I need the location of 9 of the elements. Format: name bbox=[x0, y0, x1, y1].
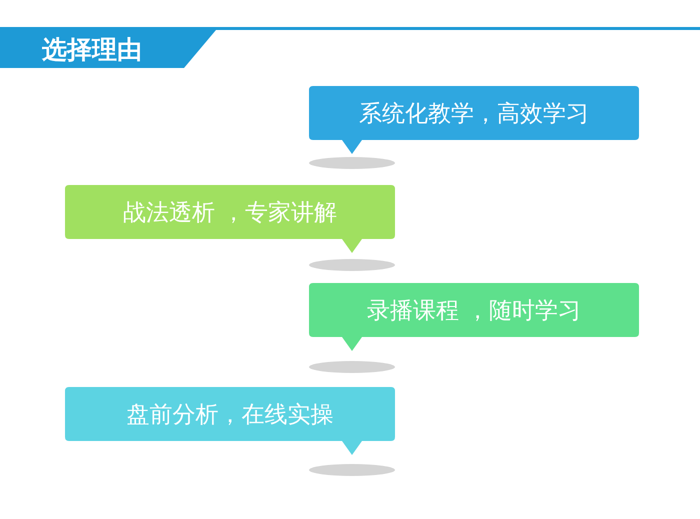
speech-bubble bbox=[65, 185, 395, 254]
speech-bubble bbox=[65, 387, 395, 456]
bubble-text: 盘前分析，在线实操 bbox=[126, 400, 334, 430]
bubble-text: 战法透析 ，专家讲解 bbox=[122, 198, 338, 228]
bubble-text: 系统化教学，高效学习 bbox=[359, 100, 589, 128]
title: 选择理由 bbox=[42, 34, 142, 66]
bubble-text: 录播课程 ，随时学习 bbox=[366, 296, 582, 326]
speech-bubble bbox=[309, 283, 639, 352]
speech-bubble bbox=[309, 86, 639, 155]
